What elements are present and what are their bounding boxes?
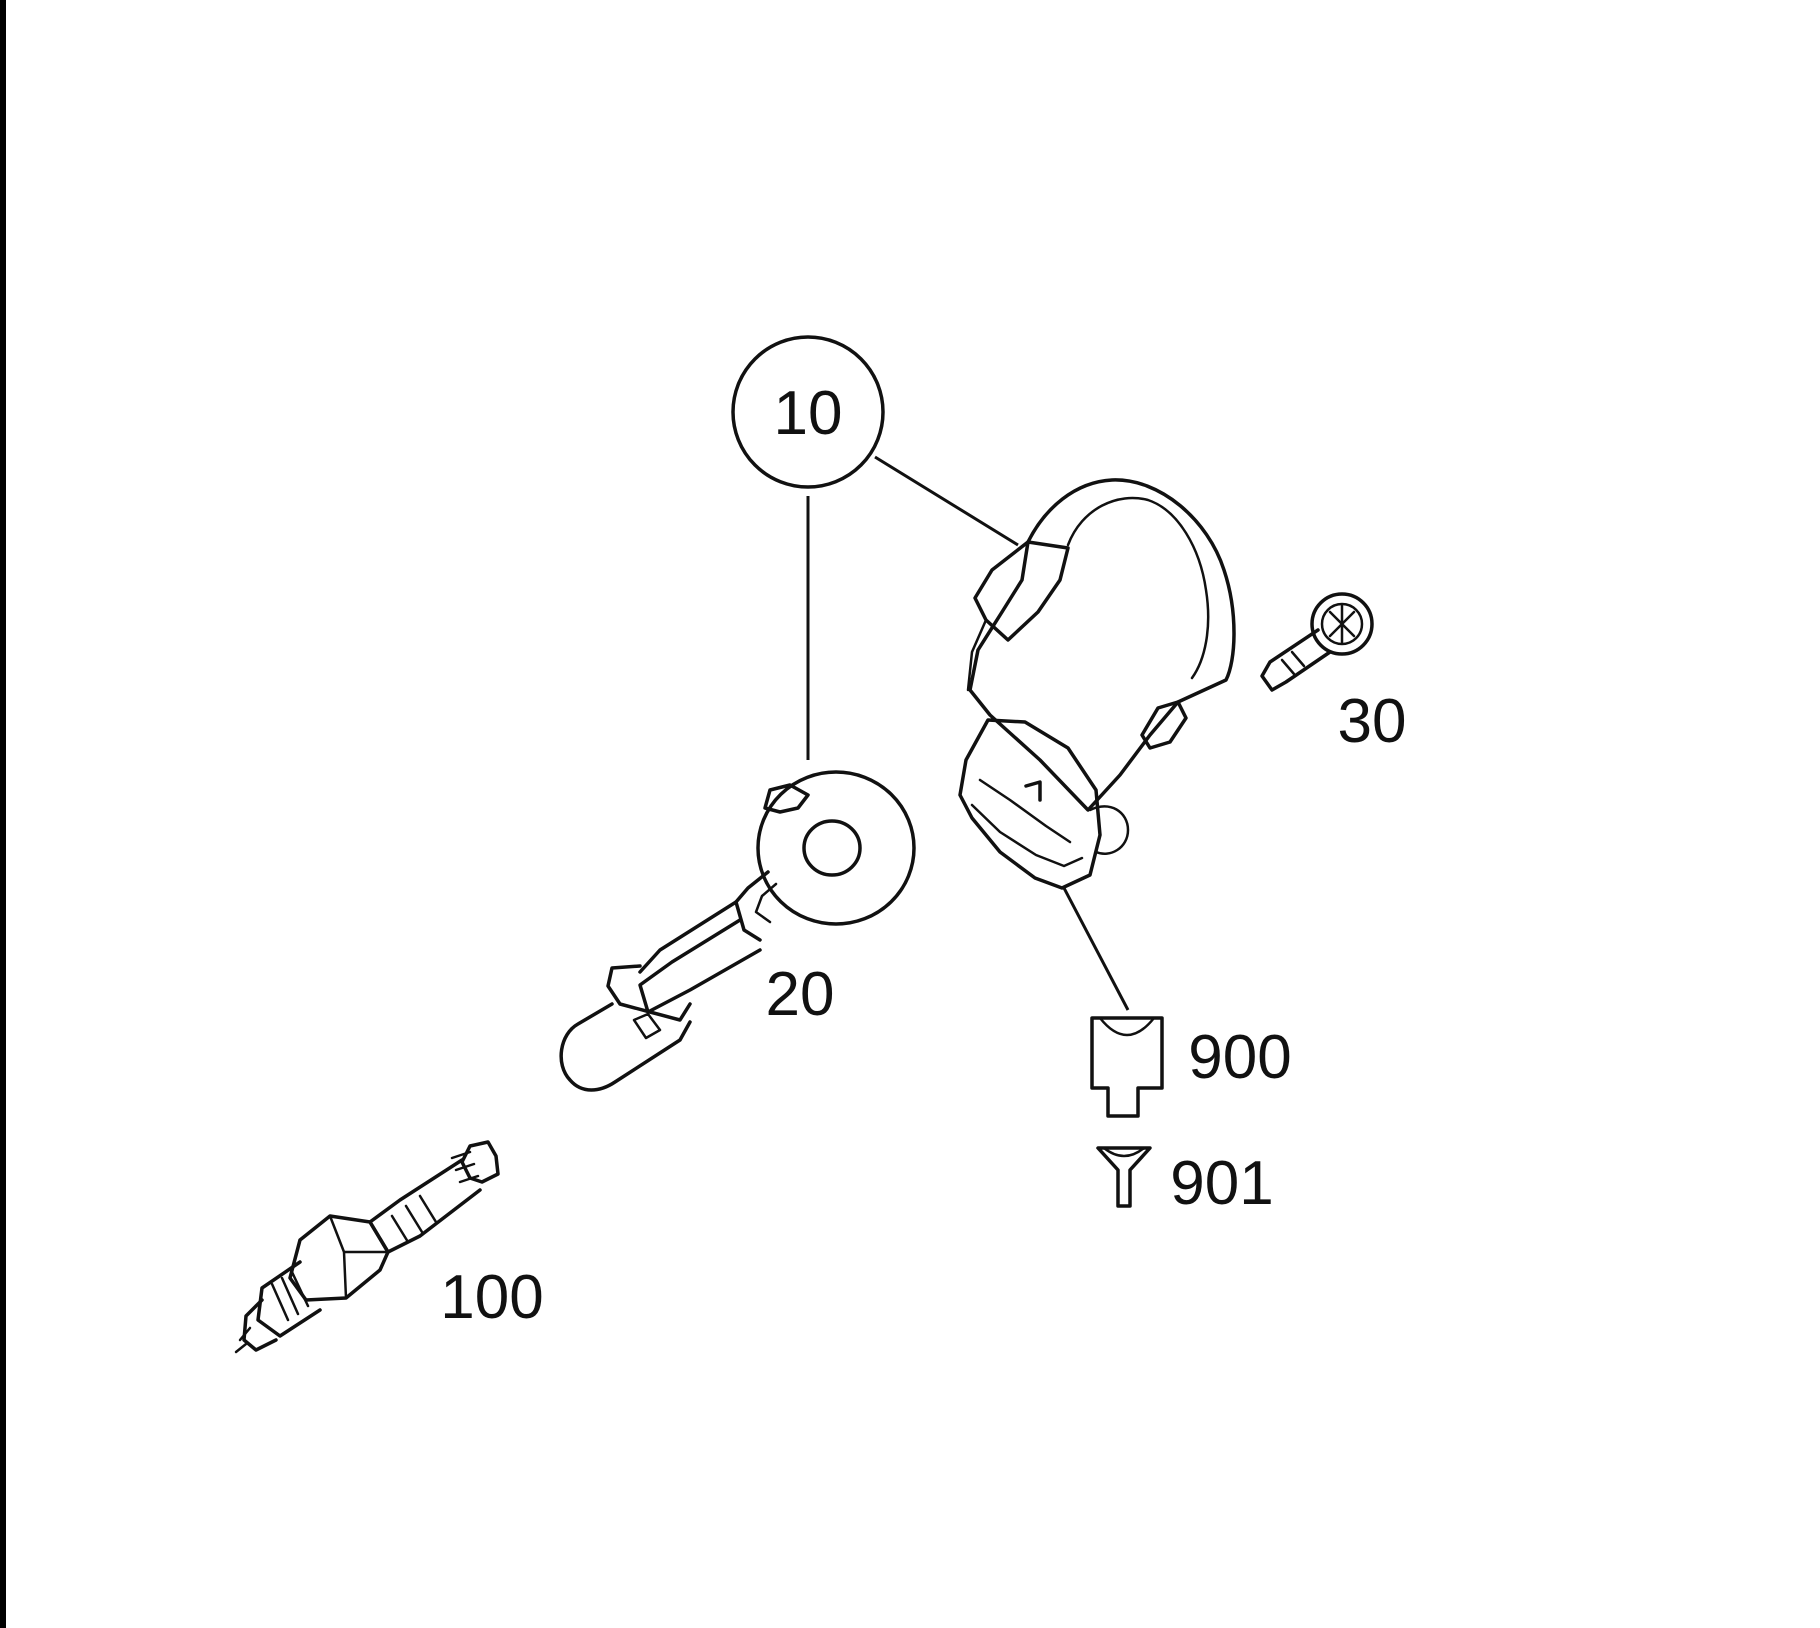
plug-terminal-ribs: [450, 1150, 480, 1184]
plug-hex: [288, 1214, 390, 1302]
screw-head-inner: [1320, 602, 1364, 646]
contact-901-mouth: [1102, 1146, 1146, 1158]
extension-disc: [756, 770, 916, 926]
coil-flange-edge: [966, 618, 988, 692]
plug-shell: [256, 1260, 322, 1338]
label-20: 20: [766, 960, 835, 1029]
extension-disc-hole: [802, 819, 862, 877]
extension-collar: [734, 870, 770, 942]
coil-mounting-flange: [973, 540, 1070, 642]
contact-symbol-901[interactable]: 901: [1096, 1146, 1274, 1218]
coil-connector-face: [970, 803, 1084, 868]
plug-terminal: [460, 1140, 500, 1184]
screw[interactable]: 30: [1260, 592, 1407, 756]
coil-side-lug: [1140, 700, 1188, 750]
extension-collar-ring: [754, 882, 778, 924]
coil-latch-mark: [1024, 780, 1042, 802]
left-border: [0, 0, 6, 1628]
extension-terminal: [559, 1002, 692, 1092]
leader-coil-to-900: [1062, 887, 1130, 1011]
label-901: 901: [1170, 1149, 1273, 1218]
extension-disc-tab: [763, 783, 810, 814]
extension-clip: [606, 964, 692, 1022]
leader-10-to-coil: [874, 455, 1019, 547]
label-100: 100: [440, 1263, 543, 1332]
screw-shank: [1260, 628, 1332, 692]
screw-thread: [1280, 650, 1306, 676]
callout-circle: [731, 335, 885, 489]
label-900: 900: [1188, 1023, 1291, 1092]
coil-connector-rim: [978, 778, 1072, 844]
plug-hex-faces: [328, 1214, 390, 1300]
contact-901-shape: [1096, 1146, 1152, 1208]
plug-electrode: [242, 1298, 278, 1352]
connector-900-shape: [1090, 1016, 1164, 1118]
ignition-coil[interactable]: [958, 478, 1236, 890]
coil-housing: [968, 478, 1236, 812]
connector-900-mouth: [1098, 1016, 1156, 1037]
extension-shaft-upper: [638, 900, 738, 974]
coil-housing-contour: [1066, 496, 1210, 680]
plug-shell-threads: [270, 1270, 310, 1322]
screw-head: [1310, 592, 1374, 656]
screw-recess: [1328, 604, 1356, 644]
label-30: 30: [1338, 687, 1407, 756]
coil-connector-shroud: [958, 718, 1102, 890]
extension-terminal-slot: [632, 1012, 662, 1040]
plug-electrode-gap: [234, 1326, 252, 1354]
plug-insulator-ribs: [390, 1194, 438, 1244]
connector-symbol-900[interactable]: 900: [1090, 1016, 1292, 1118]
coil-connector-tip: [1088, 805, 1130, 855]
spark-plug[interactable]: 100: [234, 1140, 544, 1354]
coil-extension[interactable]: 20: [559, 770, 916, 1092]
callout-10[interactable]: 10: [731, 335, 885, 489]
label-10: 10: [774, 379, 843, 448]
